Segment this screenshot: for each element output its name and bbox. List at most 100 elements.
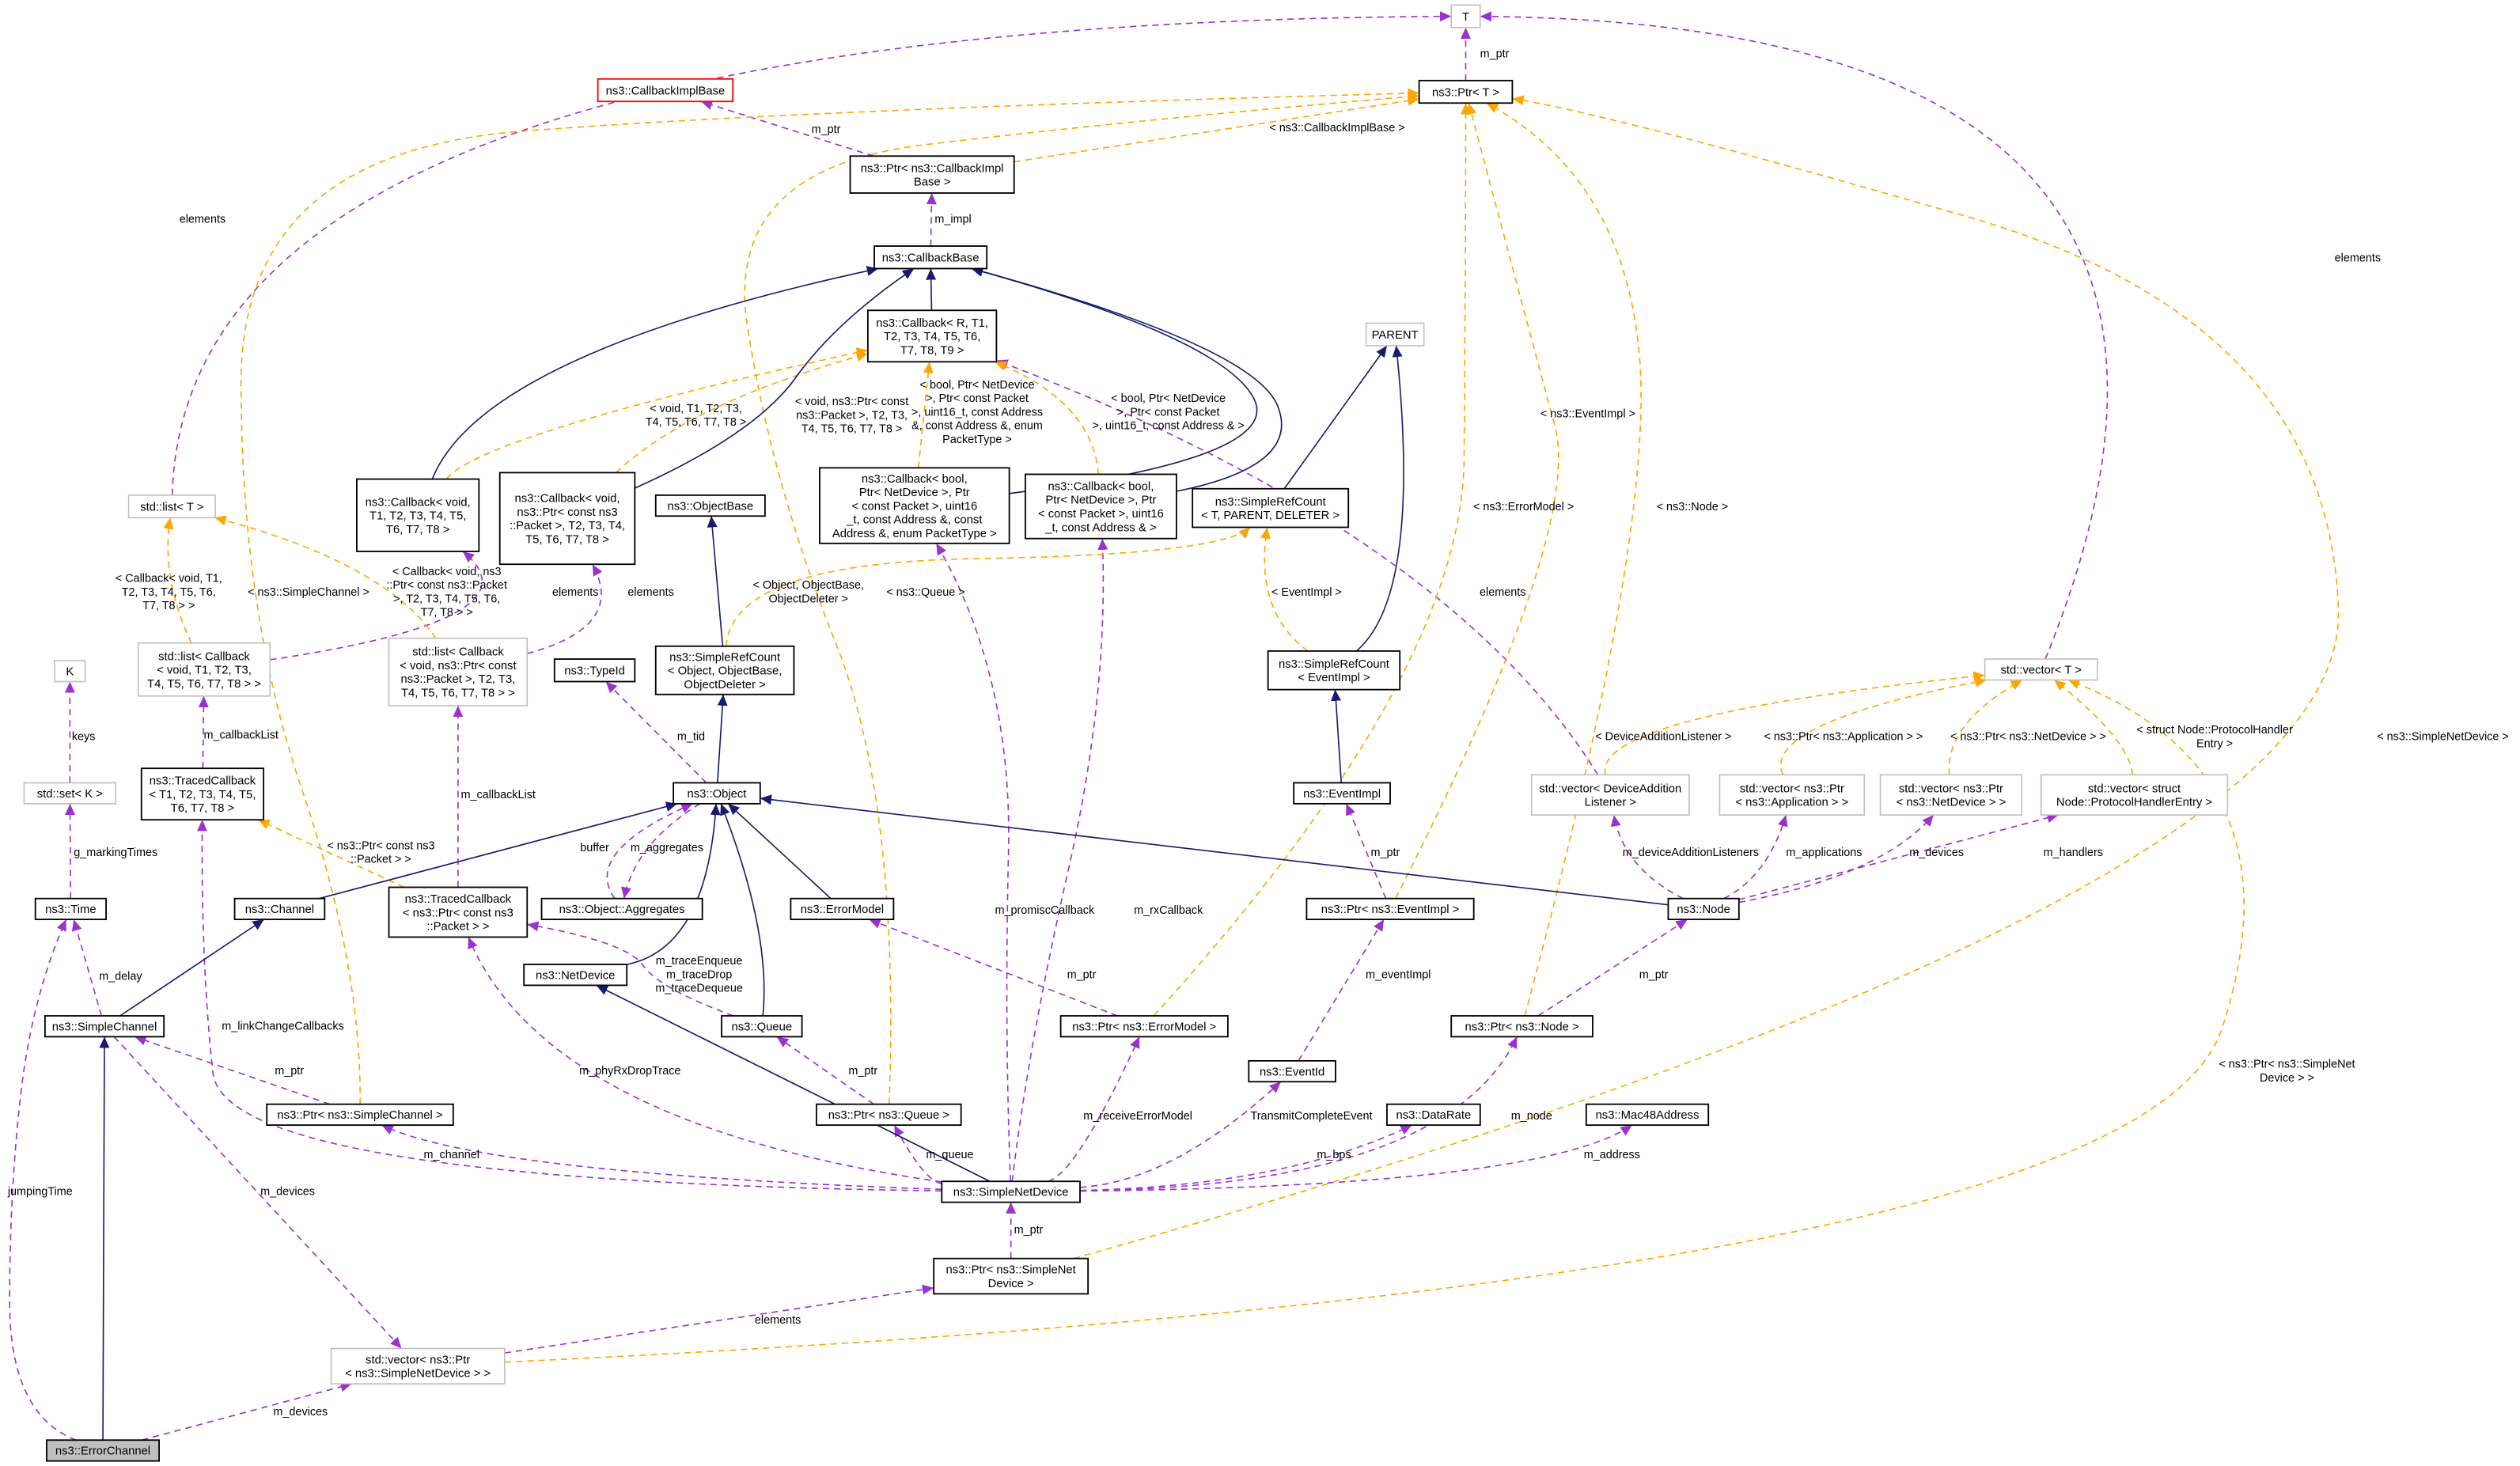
class-node-cb-void-t1[interactable]: ns3::Callback< void,T1, T2, T3, T4, T5,T… [356,478,480,552]
class-node-error-channel[interactable]: ns3::ErrorChannel [45,1439,161,1462]
edge-label: < Callback< void, T1,T2, T3, T4, T5, T6,… [116,573,222,613]
class-node-vec-nd[interactable]: std::vector< ns3::Ptr< ns3::NetDevice > … [1879,774,2023,816]
class-node-srctpd[interactable]: ns3::SimpleRefCount< T, PARENT, DELETER … [1192,487,1350,528]
node-label-line: ns3::Ptr< T > [1432,86,1499,99]
class-node-srcobject[interactable]: ns3::SimpleRefCount< Object, ObjectBase,… [654,645,795,695]
node-label: ns3::ObjectBase [667,500,753,513]
class-node-vec-app[interactable]: std::vector< ns3::Ptr< ns3::Application … [1719,774,1866,816]
class-node-ptr-node[interactable]: ns3::Ptr< ns3::Node > [1450,1015,1593,1038]
edge-label-line: < ns3::ErrorModel > [1473,501,1574,513]
class-node-list-cb-t1[interactable]: std::list< Callback< void, T1, T2, T3,T4… [137,642,271,697]
class-node-parent[interactable]: PARENT [1365,322,1425,347]
class-node-cb-bool-addr[interactable]: ns3::Callback< bool,Ptr< NetDevice >, Pt… [1025,473,1177,540]
node-label-line: ns3::Node [1677,903,1730,916]
edge-label-line: < ns3::SimpleNetDevice > [2377,731,2509,744]
class-node-t[interactable]: T [1450,4,1481,28]
node-box [673,782,761,805]
class-node-k[interactable]: K [54,660,86,683]
class-node-list-cb-ptr[interactable]: std::list< Callback< void, ns3::Ptr< con… [388,637,529,706]
usage-edge-PtrEventImpl-to-EventImpl [1345,803,1387,900]
node-label-line: ns3::SimpleRefCount [1215,496,1326,509]
class-node-mac48[interactable]: ns3::Mac48Address [1585,1103,1710,1127]
node-label-line: < void, T1, T2, T3, [157,665,252,677]
node-label: ns3::SimpleNetDevice [953,1187,1069,1199]
class-node-aggregates[interactable]: ns3::Object::Aggregates [540,897,703,921]
class-node-object-base[interactable]: ns3::ObjectBase [654,494,766,517]
inheritance-edge-ErrorChannel-to-SimpleChannel [99,1036,110,1441]
class-node-channel[interactable]: ns3::Channel [233,897,326,921]
class-node-simple-channel[interactable]: ns3::SimpleChannel [44,1015,165,1038]
class-node-set-k[interactable]: std::set< K > [23,782,117,805]
edge-label-line: m_aggregates [631,842,703,854]
node-label-line: ns3::SimpleChannel [52,1021,157,1033]
class-node-ptr-sc[interactable]: ns3::Ptr< ns3::SimpleChannel > [266,1103,454,1127]
node-label: ns3::ErrorChannel [55,1445,150,1458]
node-box [1450,4,1481,28]
node-box [1984,658,2098,681]
class-node-list-t[interactable]: std::list< T > [127,494,216,519]
inheritance-edge-CbVoidPtr-to-CallbackBase [635,267,915,489]
class-node-time[interactable]: ns3::Time [34,897,107,921]
class-node-cb-bool-pt[interactable]: ns3::Callback< bool,Ptr< NetDevice >, Pt… [819,467,1010,544]
node-box [866,309,998,363]
edge-label: < ns3::Ptr< const ns3::Packet > > [327,839,434,866]
class-node-ptr-t[interactable]: ns3::Ptr< T > [1418,79,1514,104]
class-node-srcevent[interactable]: ns3::SimpleRefCount< EventImpl > [1267,650,1401,691]
class-node-callback-r[interactable]: ns3::Callback< R, T1,T2, T3, T4, T5, T6,… [866,309,998,363]
class-node-cb-void-ptr[interactable]: ns3::Callback< void,ns3::Ptr< const ns3:… [498,472,636,566]
node-label-line: T4, T5, T6, T7, T8 > > [147,678,261,691]
edge-label: < EventImpl > [1271,586,1342,599]
class-node-snd[interactable]: ns3::SimpleNetDevice [941,1180,1081,1203]
edge-label-line: elements [180,214,225,226]
node-label: ns3::Object::Aggregates [559,903,685,916]
class-node-tcptr[interactable]: ns3::TracedCallback< ns3::Ptr< const ns3… [388,886,529,938]
node-box [1248,1059,1336,1083]
node-label-line: < Object, ObjectBase, [668,665,782,678]
edge-label-line: Entry > [2196,737,2233,750]
edge-label-line: < ns3::Ptr< ns3::Application > > [1764,731,1923,744]
class-node-object[interactable]: ns3::Object [673,782,761,805]
inheritance-edge-SRCObject-to-ObjectBase [707,516,724,646]
node-label-line: Address &, enum PacketType > [832,528,997,540]
edge-label-line: < ns3::Ptr< const ns3 [327,839,434,852]
inheritance-edge-ErrorModel-to-Object [727,803,832,900]
edge-label-line: m_tid [677,731,705,744]
class-node-ptr-event-impl[interactable]: ns3::Ptr< ns3::EventImpl > [1305,897,1475,921]
class-node-event-impl[interactable]: ns3::EventImpl [1293,782,1391,805]
node-label-line: ns3::DataRate [1396,1109,1472,1122]
edge-label-line: < Object, ObjectBase, [752,579,864,592]
class-node-cib[interactable]: ns3::CallbackImplBase [597,78,734,103]
class-node-vec-snd[interactable]: std::vector< ns3::Ptr< ns3::SimpleNetDev… [330,1347,506,1385]
edge-label-line: < Callback< void, T1, [116,573,222,585]
node-label: ns3::SimpleRefCount< Object, ObjectBase,… [668,651,782,691]
usage-edge-ListCbPtr-to-CbVoidPtr [527,563,603,654]
node-box [330,1347,506,1385]
class-node-queue[interactable]: ns3::Queue [721,1015,803,1038]
template-edge-SRCObject-to-SRCTPD [726,526,1251,646]
edge-label-line: T7, T8 > > [142,600,195,612]
class-node-ptr-queue[interactable]: ns3::Ptr< ns3::Queue > [815,1103,962,1127]
class-node-error-model[interactable]: ns3::ErrorModel [790,897,895,921]
class-node-type-id[interactable]: ns3::TypeId [553,658,636,683]
edge-label-line: ObjectDeleter > [768,593,848,605]
node-label: ns3::Channel [245,903,314,916]
class-node-vec-t[interactable]: std::vector< T > [1984,658,2098,681]
class-node-data-rate[interactable]: ns3::DataRate [1386,1103,1481,1127]
edge-label-line: < void, T1, T2, T3, [650,403,742,415]
class-node-callback-base[interactable]: ns3::CallbackBase [873,245,988,270]
class-node-tct1[interactable]: ns3::TracedCallback< T1, T2, T3, T4, T5,… [140,767,265,821]
node-label-line: Ptr< NetDevice >, Ptr [859,487,970,499]
class-node-net-device[interactable]: ns3::NetDevice [523,964,628,987]
class-node-ptr-error-model[interactable]: ns3::Ptr< ns3::ErrorModel > [1059,1015,1229,1038]
class-node-node[interactable]: ns3::Node [1667,897,1740,921]
node-label: ns3::Object [687,788,746,801]
template-edge-CbVoidT1-to-CallbackR [445,347,869,480]
node-label: ns3::Time [45,903,96,916]
template-edge-ListCbT1-to-ListT [163,517,192,644]
class-node-event-id[interactable]: ns3::EventId [1248,1059,1336,1083]
